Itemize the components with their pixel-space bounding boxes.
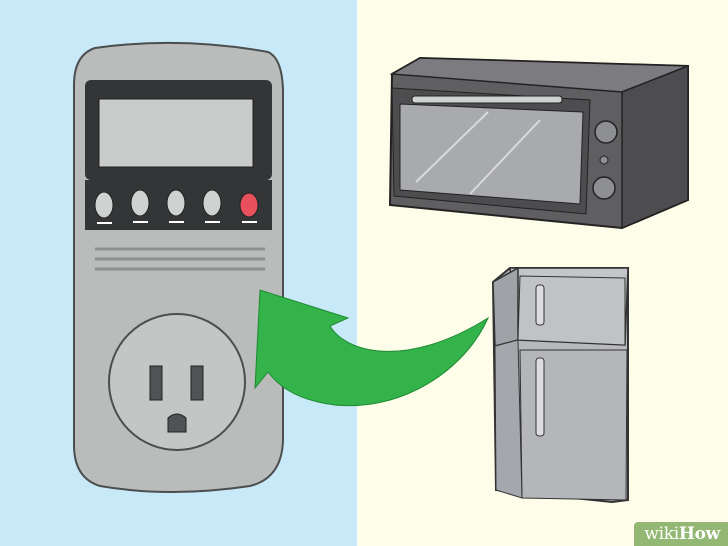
fridge-main-door	[519, 349, 628, 501]
meter-button-red	[239, 192, 259, 223]
electrical-outlet-icon	[108, 313, 246, 451]
watermark-how-text: How	[678, 524, 720, 544]
meter-button-3	[166, 189, 186, 223]
fridge-freezer-door	[517, 275, 626, 346]
oven-knob-top	[594, 120, 618, 144]
meter-button-2	[130, 189, 150, 223]
meter-button-4	[202, 189, 222, 223]
meter-button-1	[94, 191, 114, 224]
power-meter-icon	[73, 41, 284, 493]
refrigerator-icon	[491, 266, 629, 504]
oven-window	[391, 87, 591, 215]
watermark-wiki-text: wiki	[644, 524, 679, 544]
toaster-oven-icon	[388, 56, 689, 230]
meter-vent-lines	[95, 247, 265, 271]
meter-display	[85, 80, 272, 180]
oven-indicator-light	[599, 155, 609, 165]
oven-knob-bottom	[592, 176, 616, 200]
oven-handle	[411, 95, 563, 104]
curved-arrow-icon	[254, 289, 490, 407]
